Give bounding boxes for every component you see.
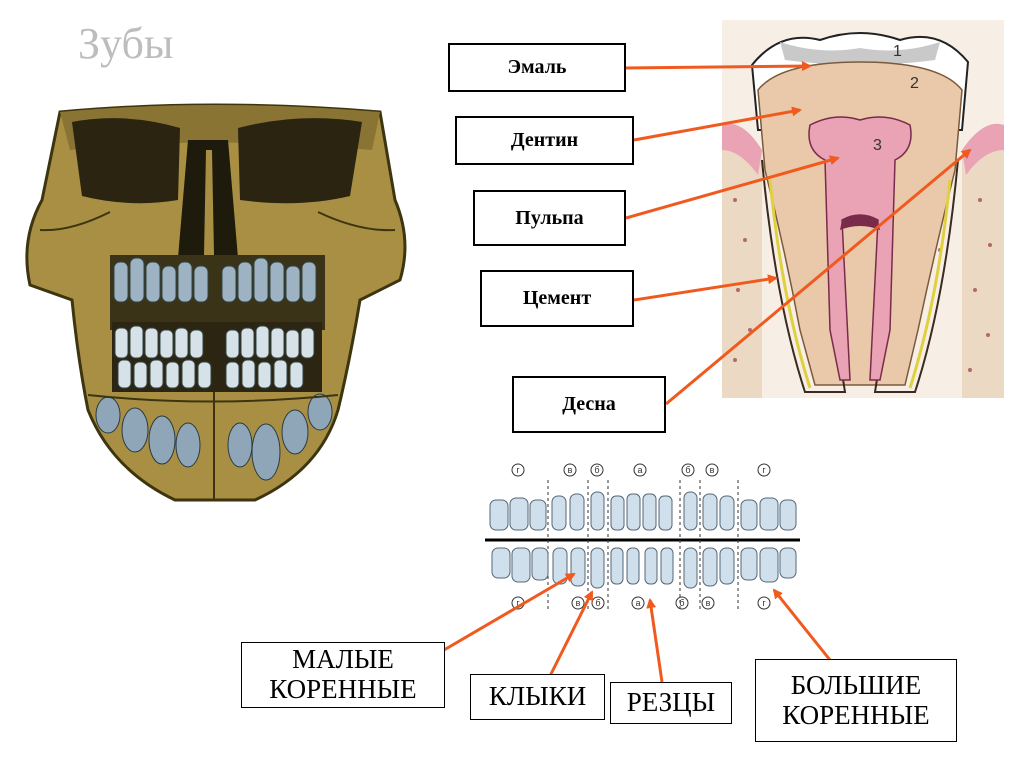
arrow-premolars [443,572,576,652]
arrow-gum [665,148,972,406]
dental-mark-top: а [637,465,642,475]
label-canines: КЛЫКИ [470,674,605,720]
arrow-dentin [633,106,802,142]
arrow-molars [772,588,832,661]
dental-mark-bottom: г [516,598,520,608]
dental-mark-bottom: б [679,598,684,608]
arrow-enamel [625,61,812,72]
dental-mark-top: г [516,465,520,475]
tooth-number-2: 2 [910,75,919,92]
label-pulp: Пульпа [473,190,626,246]
skull-illustration [25,103,407,502]
dental-mark-top: в [710,465,715,475]
svg-text:2: 2 [910,75,919,92]
dental-mark-top: г [762,465,766,475]
page-title: Зубы [78,19,174,68]
dental-mark-bottom: в [706,598,711,608]
arrow-cement [633,274,778,302]
label-dentin: Дентин [455,116,634,165]
label-incisors: РЕЗЦЫ [610,682,732,724]
label-enamel: Эмаль [448,43,626,92]
dental-mark-bottom: г [762,598,766,608]
svg-text:1: 1 [893,43,902,60]
dental-mark-bottom: б [595,598,600,608]
tooth-cross-section-illustration [722,20,1004,398]
dental-mark-top: б [685,465,690,475]
arrow-incisors [646,598,664,683]
label-premolars: МАЛЫЕ КОРЕННЫЕ [241,642,445,708]
label-cement: Цемент [480,270,634,327]
label-molars: БОЛЬШИЕ КОРЕННЫЕ [755,659,957,742]
dental-mark-bottom: в [576,598,581,608]
dental-chart-illustration: г в б а б в г г в б а б в г [485,463,800,612]
label-gum: Десна [512,376,666,433]
arrow-pulp [625,155,840,220]
tooth-number-1: 1 [893,43,902,60]
arrow-canines [548,590,594,677]
dental-mark-bottom: а [635,598,640,608]
tooth-number-3: 3 [873,137,882,154]
dental-mark-top: б [594,465,599,475]
dental-mark-top: в [568,465,573,475]
svg-text:3: 3 [873,137,882,154]
